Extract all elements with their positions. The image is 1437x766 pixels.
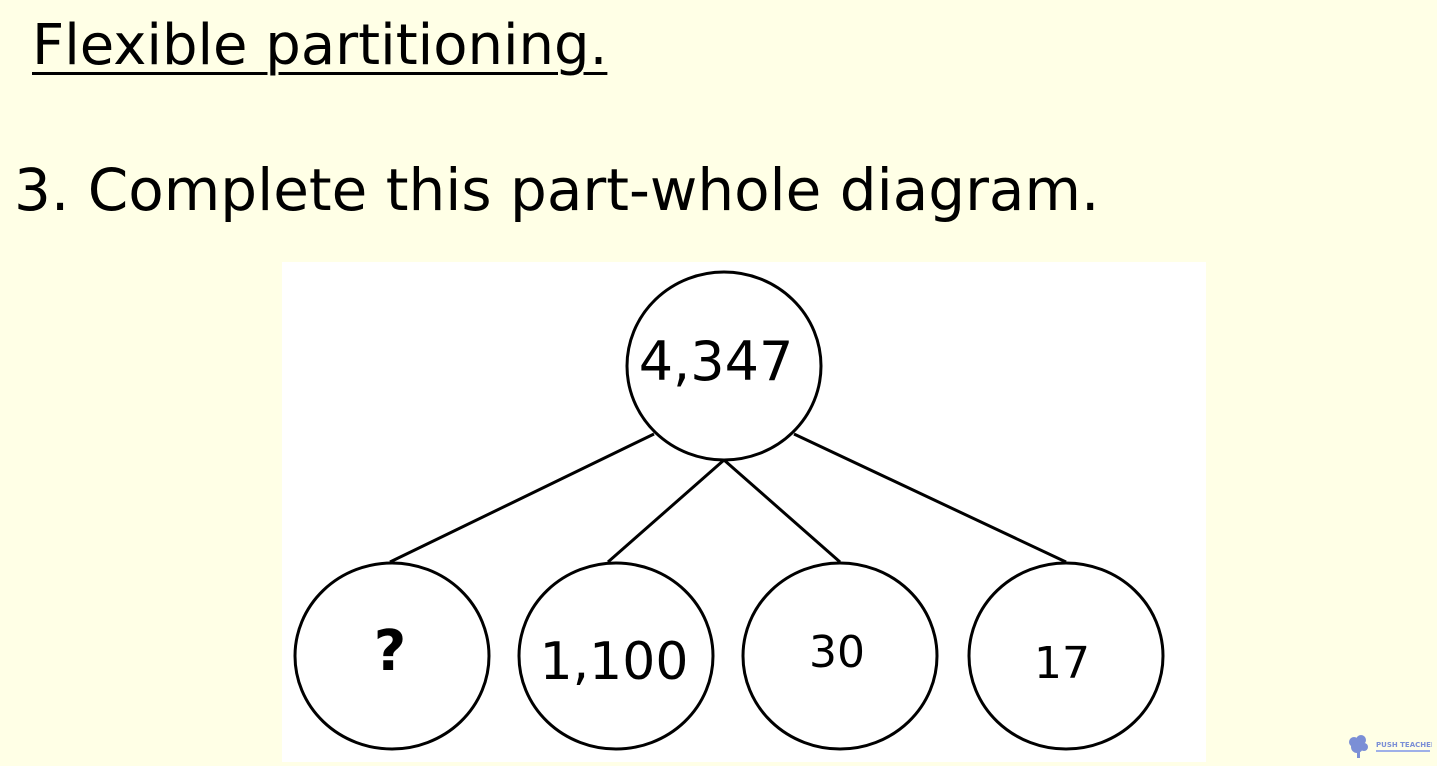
logo-tagline-strip	[1376, 750, 1430, 752]
part-value-3: 30	[809, 627, 865, 678]
connector-line-3	[723, 458, 841, 564]
part-whole-diagram-svg: 4,347 ? 1,100 30 17	[293, 270, 1165, 751]
connector-line-2	[607, 458, 725, 564]
part-value-unknown: ?	[374, 619, 406, 684]
part-value-4: 17	[1034, 638, 1090, 689]
part-circle-2	[517, 561, 715, 751]
part-circle-4	[967, 561, 1165, 751]
whole-circle	[625, 270, 823, 462]
connector-line-1	[389, 432, 655, 564]
connector-line-4	[793, 432, 1067, 564]
part-whole-diagram: 4,347 ? 1,100 30 17	[282, 262, 1206, 762]
slide-title: Flexible partitioning.	[32, 13, 608, 78]
whole-value: 4,347	[639, 330, 794, 393]
push-teacher-logo: PUSH TEACHER	[1349, 735, 1432, 758]
tree-icon	[1349, 735, 1368, 758]
part-circle-3	[741, 561, 939, 751]
part-value-2: 1,100	[540, 632, 689, 692]
question-text: 3. Complete this part-whole diagram.	[14, 156, 1100, 224]
part-circle-unknown	[293, 561, 491, 751]
logo-text: PUSH TEACHER	[1376, 741, 1432, 749]
